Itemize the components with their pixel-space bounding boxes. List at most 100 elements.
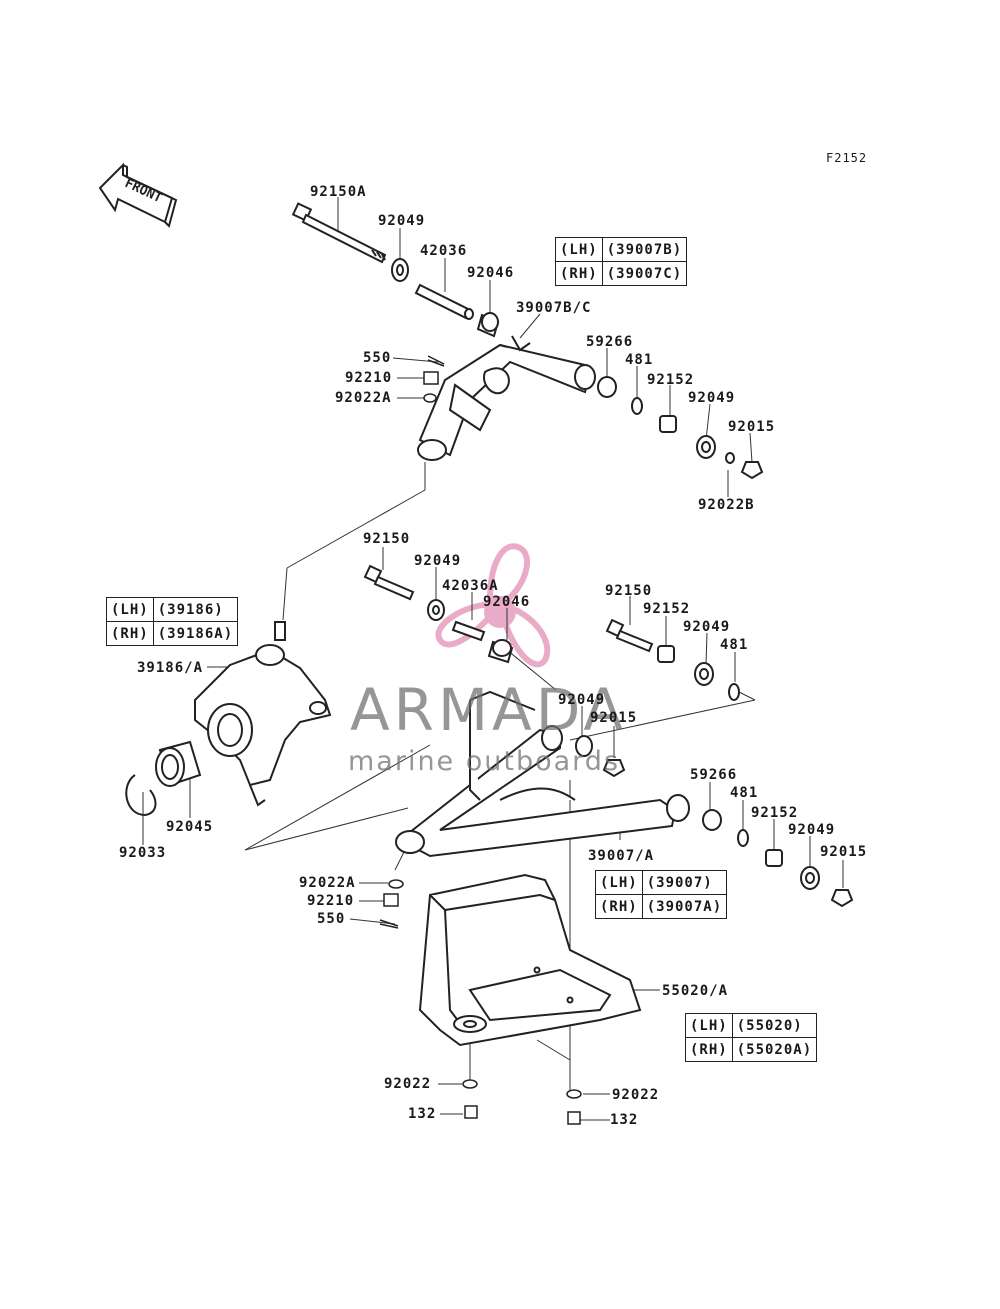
side-cell: (LH) (555, 237, 603, 262)
part-label: 39007B/C (516, 300, 592, 316)
table-row: (RH)(55020A) (685, 1037, 818, 1062)
part-label: 92046 (467, 265, 515, 281)
upper-a-arm-39007BC (417, 335, 596, 461)
part-label: 92210 (345, 370, 393, 386)
part-label: 481 (625, 352, 654, 368)
part-cell: (55020A) (731, 1037, 818, 1062)
part-label: 92033 (119, 845, 167, 861)
upper-cotter-pin-550 (427, 355, 445, 367)
part-label: 92152 (647, 372, 695, 388)
part-label: 92049 (688, 390, 736, 406)
part-cell: (39186) (152, 597, 239, 622)
guard-washers-bolts (462, 1079, 582, 1125)
side-cell: (RH) (555, 261, 603, 286)
steering-knuckle-39186 (194, 621, 332, 807)
upper-castle-nut-92210 (423, 371, 439, 385)
part-label: 42036 (420, 243, 468, 259)
part-label: 39007/A (588, 848, 655, 864)
part-label: 92046 (483, 594, 531, 610)
part-label: 92015 (728, 419, 776, 435)
watermark-title: ARMADA (350, 676, 628, 744)
lower-nut-92015 (602, 759, 626, 778)
part-label: 92045 (166, 819, 214, 835)
side-cell: (RH) (106, 621, 154, 646)
part-label: 92015 (820, 844, 868, 860)
part-label: 92150 (605, 583, 653, 599)
part-label: 92150A (310, 184, 367, 200)
variant-table-upper-arm: (LH)(39007B) (RH)(39007C) (555, 237, 688, 286)
upper-washer-92049 (391, 258, 409, 282)
side-cell: (LH) (595, 870, 643, 895)
variant-table-guard: (LH)(55020) (RH)(55020A) (685, 1013, 818, 1062)
part-label: 92049 (558, 692, 606, 708)
part-cell: (39007A) (641, 894, 728, 919)
part-cell: (39186A) (152, 621, 239, 646)
part-label: 92022 (612, 1087, 660, 1103)
part-label: 132 (610, 1112, 639, 1128)
diagram-code: F2152 (826, 151, 868, 165)
part-cell: (39007) (641, 870, 728, 895)
part-label: 92049 (683, 619, 731, 635)
lower-front-bolt-92150 (363, 564, 415, 601)
lower-front-washer-92049 (427, 599, 445, 621)
side-cell: (LH) (685, 1013, 733, 1038)
lower-rear-bolt-92150 (605, 618, 654, 653)
part-label: 59266 (586, 334, 634, 350)
part-label: 92049 (378, 213, 426, 229)
table-row: (LH)(55020) (685, 1013, 818, 1038)
table-row: (RH)(39186A) (106, 621, 239, 646)
part-label: 92210 (307, 893, 355, 909)
circlip-92033 (125, 774, 157, 817)
part-label: 92150 (363, 531, 411, 547)
table-row: (LH)(39186) (106, 597, 239, 622)
upper-pivot-sleeve-42036 (414, 283, 474, 320)
part-label: 481 (720, 637, 749, 653)
part-cell: (39007C) (601, 261, 688, 286)
lower-a-arm-39007A (395, 690, 690, 858)
part-label: 92049 (414, 553, 462, 569)
leader-lines (142, 197, 844, 1121)
upper-rear-hardware (597, 376, 764, 480)
front-arrow-icon: FRONT (98, 162, 178, 228)
watermark-subtitle: marine outboards (348, 746, 621, 777)
side-cell: (RH) (685, 1037, 733, 1062)
lower-rear-hardware-top (657, 645, 740, 701)
table-row: (LH)(39007B) (555, 237, 688, 262)
part-label: 550 (317, 911, 346, 927)
lower-rear-hardware (702, 809, 854, 908)
part-label: 92015 (590, 710, 638, 726)
lower-washer-92049 (575, 735, 593, 757)
part-label: 92022 (384, 1076, 432, 1092)
upper-bolt-92150A (291, 202, 387, 264)
side-cell: (RH) (595, 894, 643, 919)
lower-ball-joint-hardware (379, 879, 404, 929)
part-label: 132 (408, 1106, 437, 1122)
part-label: 92049 (788, 822, 836, 838)
part-label: 59266 (690, 767, 738, 783)
part-label: 92022A (335, 390, 392, 406)
skid-plate-guard-55020 (418, 873, 642, 1047)
part-label: 92022A (299, 875, 356, 891)
variant-table-knuckle: (LH)(39186) (RH)(39186A) (106, 597, 239, 646)
part-label: 92152 (751, 805, 799, 821)
part-label: 481 (730, 785, 759, 801)
lower-front-sleeve-42036A (451, 620, 486, 642)
side-cell: (LH) (106, 597, 154, 622)
variant-table-lower-arm: (LH)(39007) (RH)(39007A) (595, 870, 728, 919)
part-label: 39186/A (137, 660, 204, 676)
upper-washer-92022A (423, 393, 437, 403)
part-label: 42036A (442, 578, 499, 594)
table-row: (RH)(39007C) (555, 261, 688, 286)
part-label: 92022B (698, 497, 755, 513)
part-label: 55020/A (662, 983, 729, 999)
table-row: (LH)(39007) (595, 870, 728, 895)
wheel-bearing-92045 (155, 740, 202, 787)
part-cell: (55020) (731, 1013, 818, 1038)
part-label: 92152 (643, 601, 691, 617)
upper-bushing-92046 (476, 312, 500, 338)
part-cell: (39007B) (601, 237, 688, 262)
lower-front-bushing-92046 (487, 639, 514, 664)
part-label: 550 (363, 350, 392, 366)
table-row: (RH)(39007A) (595, 894, 728, 919)
